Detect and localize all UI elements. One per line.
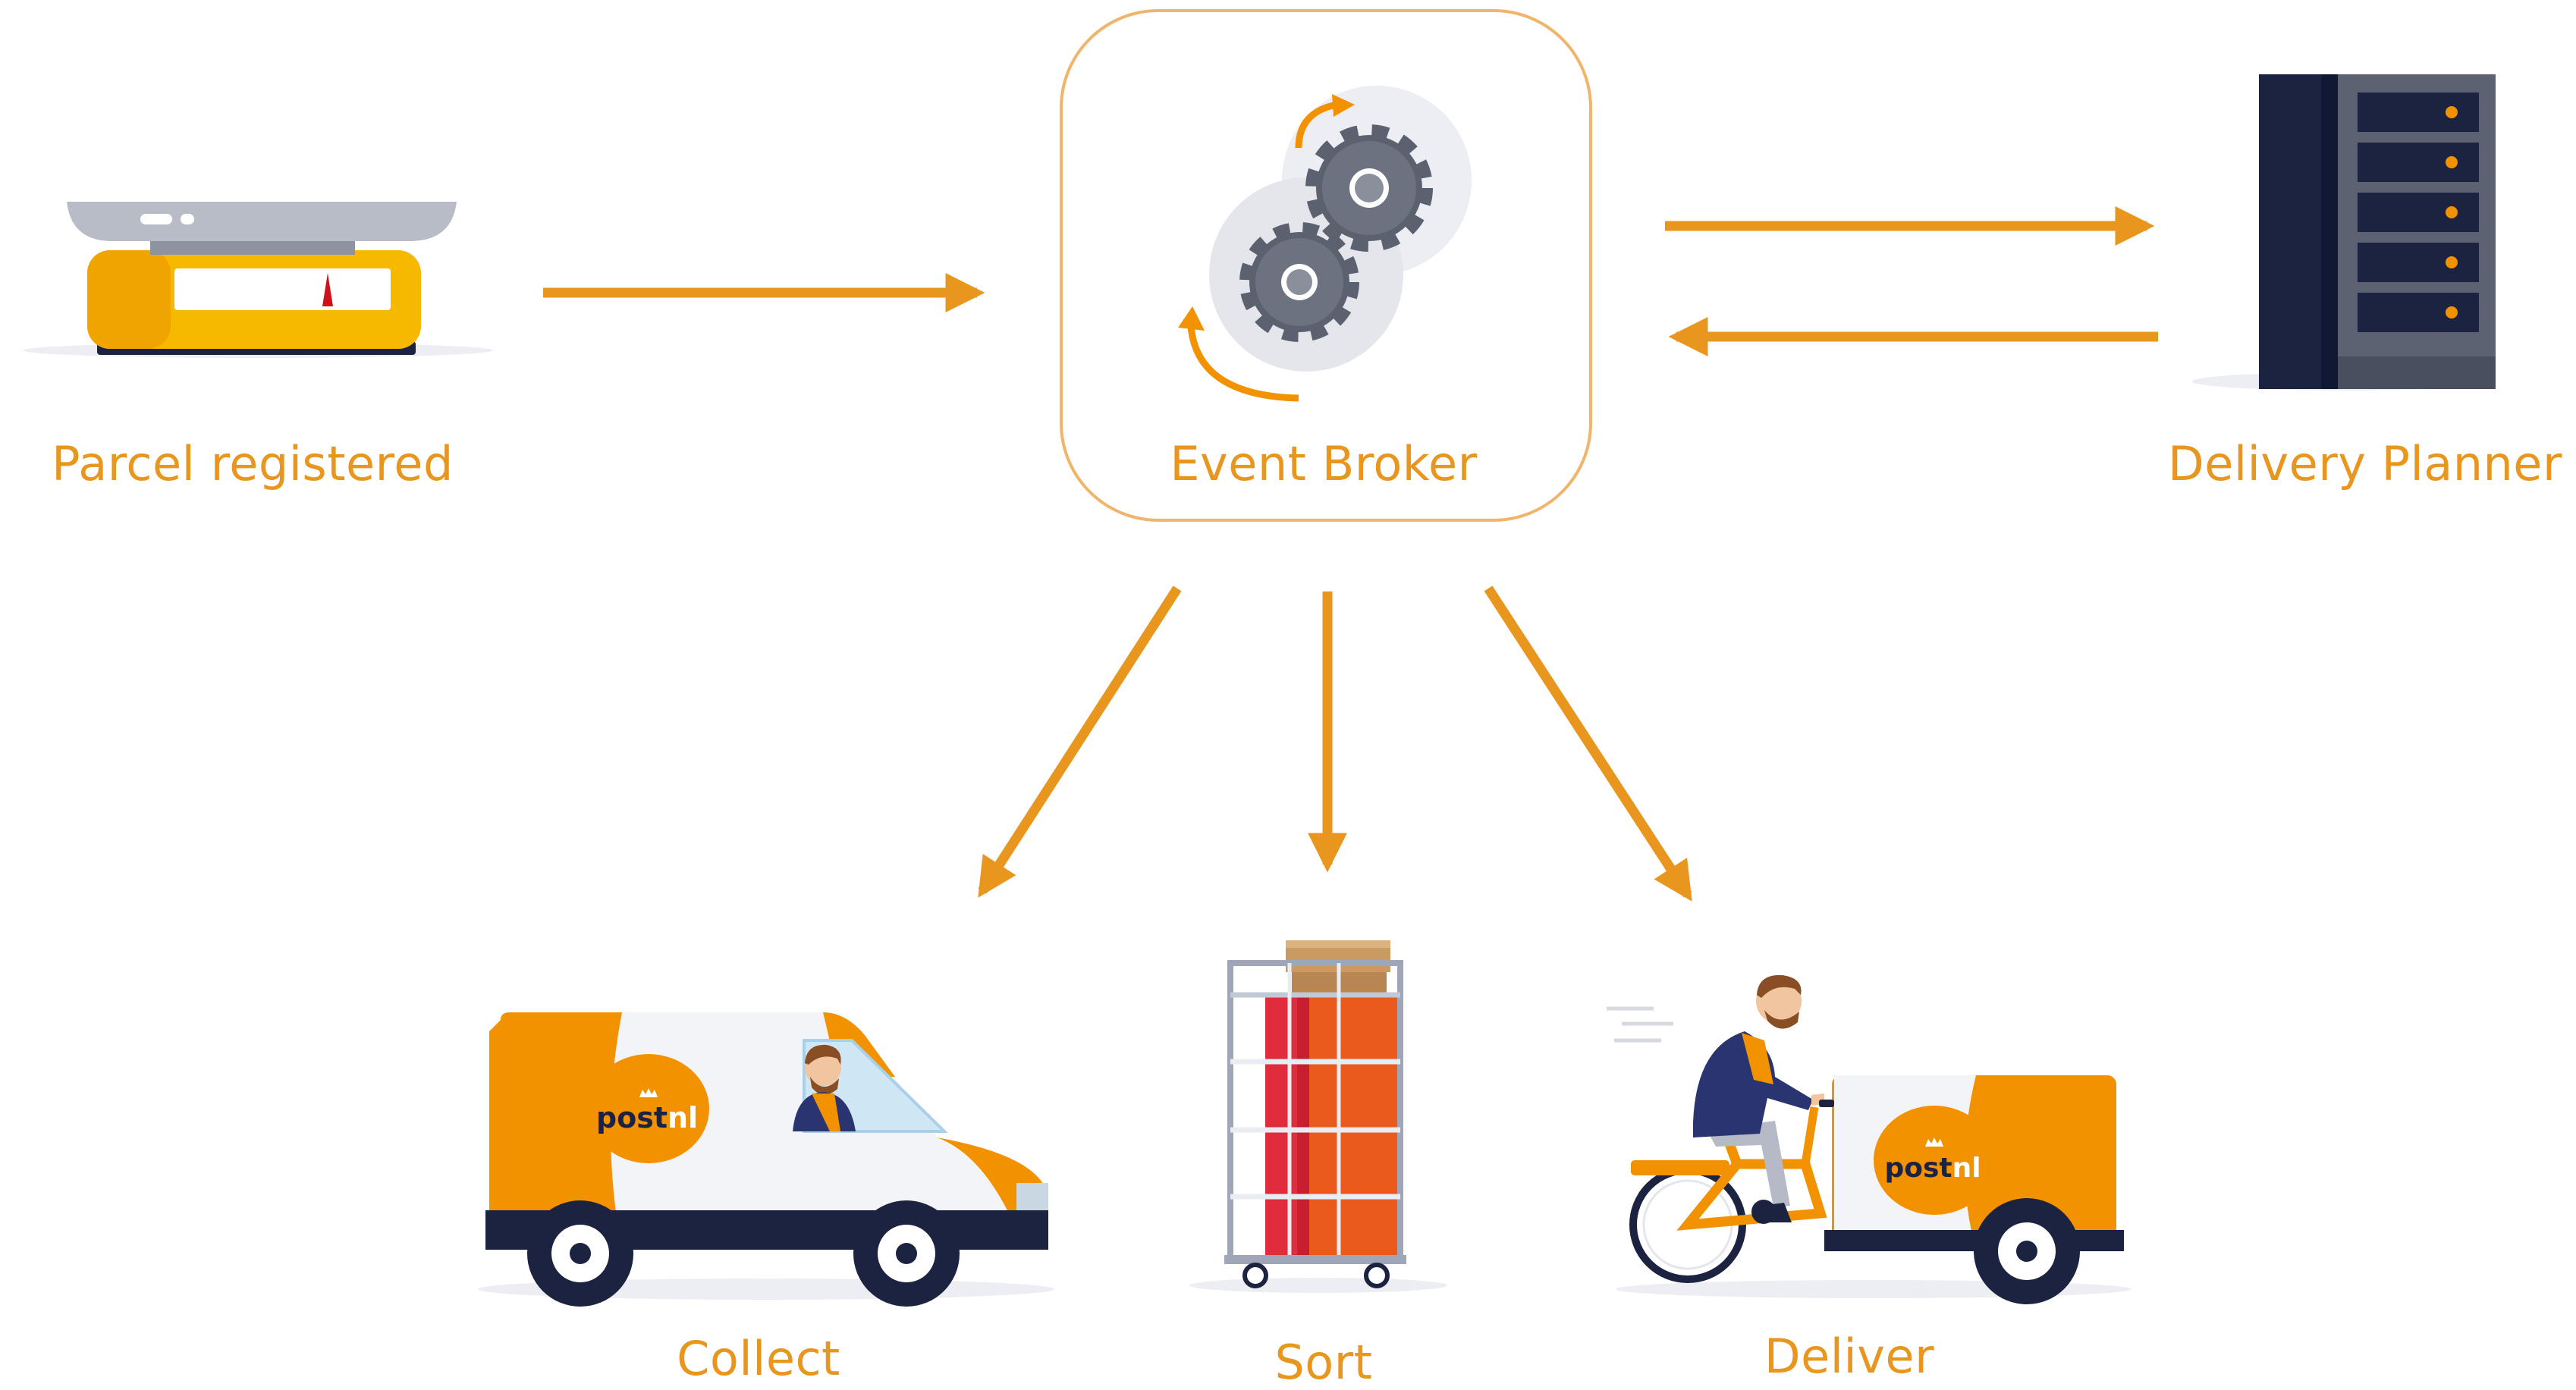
sort-label: Sort bbox=[1274, 1335, 1373, 1390]
event-broker-label: Event Broker bbox=[1170, 436, 1478, 491]
postnl-logo-van: postnl bbox=[596, 1088, 698, 1134]
parcel-registered-label: Parcel registered bbox=[52, 436, 454, 491]
deliver-label: Deliver bbox=[1764, 1329, 1935, 1384]
svg-text:postnl: postnl bbox=[1884, 1153, 1981, 1184]
gears-icon bbox=[1178, 86, 1472, 402]
roll-cage-trolley-icon bbox=[1189, 940, 1447, 1293]
postnl-logo-bike: postnl bbox=[1884, 1137, 1981, 1184]
svg-text:postnl: postnl bbox=[596, 1101, 698, 1134]
cargo-bike-icon bbox=[1607, 974, 2131, 1304]
event-broker-box bbox=[1060, 9, 1592, 522]
delivery-planner-label: Delivery Planner bbox=[2168, 436, 2562, 491]
server-rack-icon bbox=[2192, 74, 2496, 391]
weighing-scale-icon bbox=[23, 202, 493, 358]
arrow-broker-to-deliver bbox=[1484, 585, 1692, 902]
arrow-broker-to-collect bbox=[978, 585, 1182, 898]
collect-label: Collect bbox=[677, 1331, 840, 1386]
delivery-van-icon bbox=[478, 1012, 1054, 1307]
